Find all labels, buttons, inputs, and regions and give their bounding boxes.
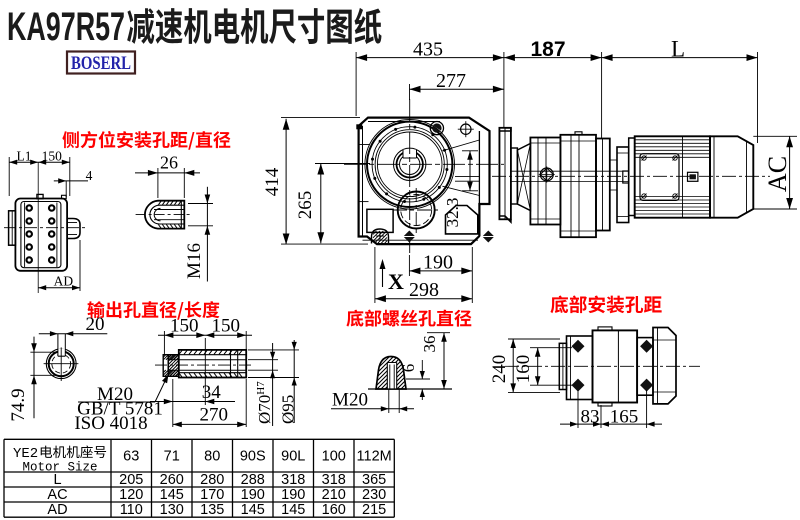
svg-text:150: 150 [170, 315, 199, 336]
svg-text:4: 4 [86, 168, 93, 183]
svg-text:120: 120 [119, 487, 143, 503]
svg-text:34: 34 [202, 382, 222, 403]
svg-text:AD: AD [54, 274, 74, 289]
svg-text:170: 170 [200, 487, 224, 503]
svg-text:160: 160 [513, 355, 534, 384]
svg-text:GB/T 5781: GB/T 5781 [77, 399, 163, 420]
svg-text:215: 215 [362, 502, 386, 518]
svg-text:83: 83 [581, 406, 600, 427]
svg-text:277: 277 [436, 70, 466, 92]
svg-text:298: 298 [409, 279, 439, 301]
svg-text:63: 63 [123, 449, 139, 465]
svg-text:AC: AC [47, 487, 67, 503]
svg-text:90L: 90L [281, 449, 305, 465]
svg-text:6: 6 [399, 364, 418, 373]
svg-text:190: 190 [241, 487, 265, 503]
svg-text:288: 288 [241, 472, 265, 488]
svg-text:187: 187 [530, 38, 565, 61]
svg-text:26: 26 [160, 153, 178, 173]
svg-text:160: 160 [322, 502, 346, 518]
svg-text:L1: L1 [17, 148, 32, 163]
svg-text:414: 414 [262, 167, 283, 196]
svg-text:74.9: 74.9 [8, 388, 29, 421]
svg-text:190: 190 [281, 487, 305, 503]
svg-text:205: 205 [119, 472, 143, 488]
svg-text:210: 210 [322, 487, 346, 503]
svg-text:AC: AC [763, 156, 792, 192]
svg-text:ISO 4018: ISO 4018 [74, 413, 147, 434]
svg-text:230: 230 [362, 487, 386, 503]
svg-text:L: L [53, 472, 61, 488]
svg-text:280: 280 [200, 472, 224, 488]
svg-text:240: 240 [489, 355, 510, 384]
svg-text:270: 270 [199, 404, 228, 425]
svg-text:BOSERL: BOSERL [71, 53, 131, 74]
svg-text:165: 165 [610, 406, 639, 427]
svg-text:M20: M20 [332, 390, 368, 411]
svg-text:110: 110 [120, 502, 143, 518]
svg-text:AD: AD [47, 502, 67, 518]
svg-text:150: 150 [42, 148, 63, 163]
svg-text:L: L [671, 37, 685, 62]
svg-text:145: 145 [160, 487, 184, 503]
svg-text:KA97R57: KA97R57 [7, 5, 125, 49]
svg-text:150: 150 [211, 315, 240, 336]
svg-text:318: 318 [281, 472, 305, 488]
svg-text:265: 265 [295, 191, 316, 220]
svg-text:112M: 112M [357, 449, 392, 465]
svg-text:90S: 90S [240, 449, 266, 465]
svg-text:145: 145 [241, 502, 265, 518]
svg-text:435: 435 [413, 38, 443, 60]
svg-text:32.3: 32.3 [443, 198, 462, 228]
svg-text:130: 130 [160, 502, 184, 518]
svg-text:318: 318 [322, 472, 346, 488]
svg-text:190: 190 [423, 251, 453, 273]
svg-text:Ø95: Ø95 [279, 395, 298, 424]
svg-text:M20: M20 [97, 384, 133, 405]
svg-text:X: X [388, 269, 404, 294]
svg-text:71: 71 [164, 449, 180, 465]
svg-text:100: 100 [322, 449, 346, 465]
svg-text:Motor Size: Motor Size [22, 461, 97, 475]
svg-text:20: 20 [86, 314, 105, 335]
svg-text:145: 145 [281, 502, 305, 518]
svg-text:36: 36 [420, 336, 439, 353]
svg-text:YE2: YE2 [13, 446, 38, 462]
svg-text:M16: M16 [184, 243, 205, 279]
svg-text:80: 80 [204, 449, 220, 465]
svg-text:260: 260 [160, 472, 184, 488]
svg-text:365: 365 [362, 472, 386, 488]
svg-text:135: 135 [200, 502, 224, 518]
